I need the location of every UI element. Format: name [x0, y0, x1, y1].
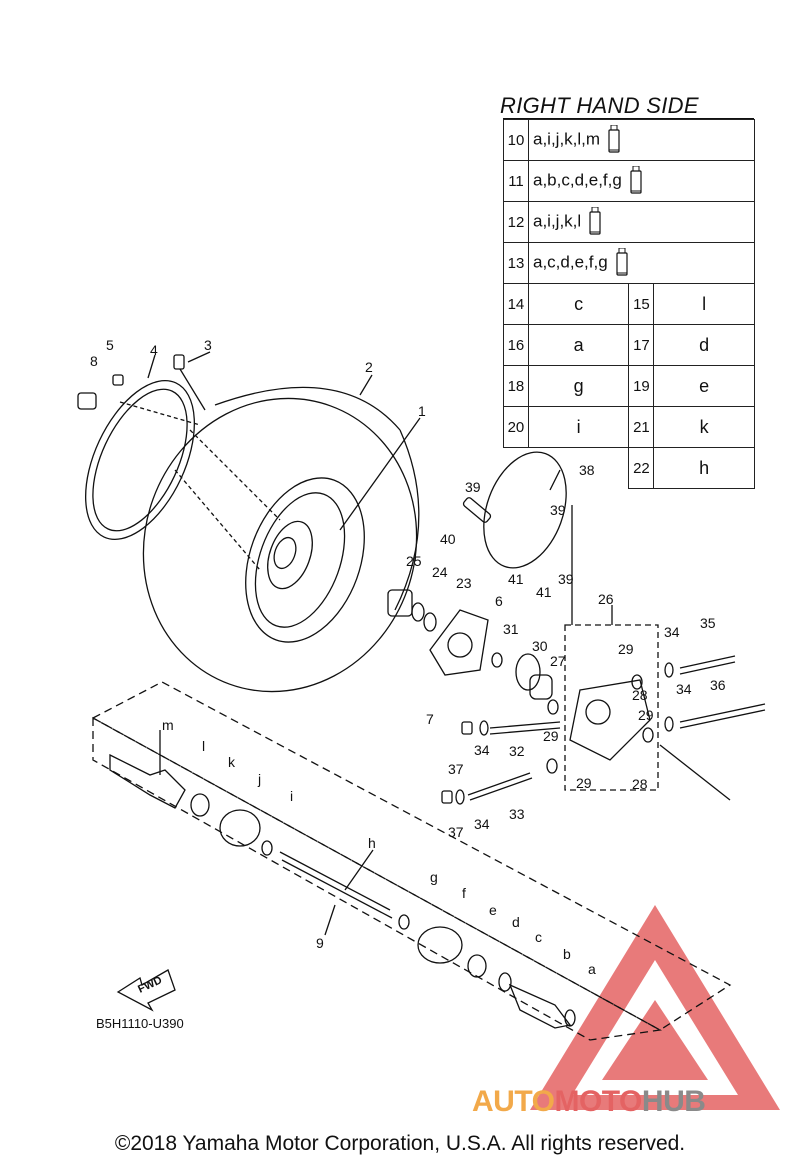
grid-value: c [527, 283, 630, 325]
watermark-logo [530, 905, 780, 1110]
callout: 38 [579, 462, 595, 478]
row-number: 10 [503, 119, 529, 161]
callout: c [535, 929, 542, 945]
callout: 32 [509, 743, 525, 759]
callout: 1 [418, 403, 426, 419]
callout: 39 [465, 479, 481, 495]
grid-value: h [653, 447, 755, 489]
callout: 8 [90, 353, 98, 369]
callout: f [462, 885, 466, 901]
grease-tube-icon [630, 166, 642, 194]
callout: 29 [638, 707, 654, 723]
callout: 34 [474, 742, 490, 758]
callout: e [489, 902, 497, 918]
callout: m [162, 717, 174, 733]
table-title: RIGHT HAND SIDE [500, 93, 699, 118]
callout: 40 [440, 531, 456, 547]
callout: d [512, 914, 520, 930]
callout: b [563, 946, 571, 962]
table-row: 20 i 21 k [503, 406, 755, 448]
copyright-notice: ©2018 Yamaha Motor Corporation, U.S.A. A… [114, 1132, 686, 1155]
callout-labels: 1 2 3 4 5 6 7 8 9 23 24 25 26 27 28 28 2… [90, 337, 726, 977]
callout: 2 [365, 359, 373, 375]
callout: 33 [509, 806, 525, 822]
table-row: 14 c 15 l [503, 283, 755, 325]
fwd-arrow: FWD [116, 969, 176, 1012]
grease-tube-icon [608, 125, 620, 153]
grease-tube-icon [589, 207, 601, 235]
callout: 28 [632, 687, 648, 703]
callout: 9 [316, 935, 324, 951]
grid-value: l [653, 283, 755, 325]
grid-number: 22 [628, 447, 655, 489]
callout: 5 [106, 337, 114, 353]
callout: 37 [448, 824, 464, 840]
callout: 34 [474, 816, 490, 832]
grid-number: 15 [628, 283, 655, 325]
table-row: 16 a 17 d [503, 324, 755, 366]
callout: j [257, 771, 261, 787]
callout: g [430, 869, 438, 885]
component-grid: 14 c 15 l 16 a 17 d 18 g 19 e 20 i 21 k … [503, 283, 755, 489]
callout: 41 [536, 584, 552, 600]
grid-value: e [653, 365, 755, 407]
callout: 36 [710, 677, 726, 693]
grid-number: 21 [628, 406, 655, 448]
callout: 31 [503, 621, 519, 637]
callout: 29 [618, 641, 634, 657]
callout: k [228, 754, 236, 770]
callout: l [202, 738, 205, 754]
row-value: a,b,c,d,e,f,g [528, 160, 755, 202]
callout: 34 [676, 681, 692, 697]
row-number: 11 [503, 160, 529, 202]
callout: 39 [558, 571, 574, 587]
grid-number: 19 [628, 365, 655, 407]
callout: 30 [532, 638, 548, 654]
callout: 29 [543, 728, 559, 744]
callout: a [588, 961, 596, 977]
callout: 4 [150, 342, 158, 358]
grid-value: d [653, 324, 755, 366]
diagram-code: B5H1110-U390 [96, 1016, 184, 1031]
grid-number: 14 [503, 283, 529, 325]
row-number: 12 [503, 201, 529, 243]
kit-table: 10 a,i,j,k,l,m 11 a,b,c,d,e,f,g 12 a,i,j… [503, 119, 755, 284]
callout: 35 [700, 615, 716, 631]
callout: 3 [204, 337, 212, 353]
callout: 6 [495, 593, 503, 609]
row-number: 13 [503, 242, 529, 284]
callout: 26 [598, 591, 614, 607]
grid-value: i [527, 406, 630, 448]
callout: 37 [448, 761, 464, 777]
callout: 28 [632, 776, 648, 792]
callout: 41 [508, 571, 524, 587]
grid-value: g [527, 365, 630, 407]
title-underline [503, 118, 754, 119]
callout: 39 [550, 502, 566, 518]
beadlock-ring [85, 380, 195, 540]
watermark-text: AUTOMOTOHUB [472, 1085, 706, 1118]
callout: 24 [432, 564, 448, 580]
callout: 34 [664, 624, 680, 640]
tire [142, 386, 420, 693]
callout: 27 [550, 653, 566, 669]
callout: h [368, 835, 376, 851]
grid-number: 17 [628, 324, 655, 366]
brake-disc [483, 451, 567, 569]
grease-tube-icon [616, 248, 628, 276]
table-row: 18 g 19 e [503, 365, 755, 407]
table-row: 22 h [504, 447, 755, 489]
callout: i [290, 788, 293, 804]
callout: 29 [576, 775, 592, 791]
grid-number: 16 [503, 324, 529, 366]
callout: 25 [406, 553, 422, 569]
callout: 7 [426, 711, 434, 727]
table-row: 11 a,b,c,d,e,f,g [503, 160, 755, 202]
callout: 23 [456, 575, 472, 591]
grid-value: a [527, 324, 630, 366]
